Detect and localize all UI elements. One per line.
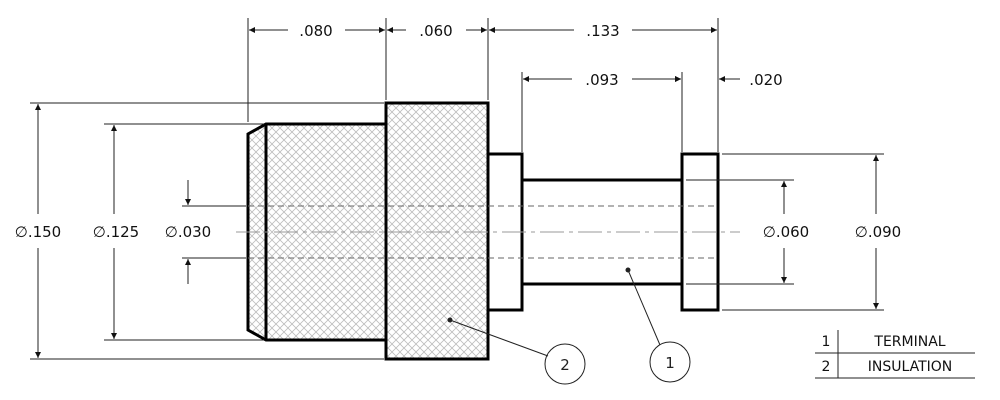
insulation-front-collar — [384, 101, 490, 361]
legend-row-1-num: 1 — [822, 334, 831, 350]
balloon-number: 1 — [665, 354, 675, 372]
balloon-number: 2 — [560, 356, 570, 374]
dim-dia-150-label: ∅.150 — [15, 223, 61, 241]
horizontal-dimensions: .080 .060 .133 .093 .020 — [247, 18, 783, 152]
legend-row-2-num: 2 — [822, 359, 831, 375]
left-diameter-dimensions: ∅.150 ∅.125 ∅.030 — [15, 102, 384, 360]
dim-020-label: .020 — [749, 71, 782, 89]
leader-line — [449, 319, 549, 357]
balloon-item-1: 1 — [625, 267, 691, 383]
balloon-item-2: 2 — [447, 317, 586, 385]
parts-legend: 1 TERMINAL 2 INSULATION — [815, 330, 975, 379]
right-diameter-dimensions: ∅.060 ∅.090 — [686, 153, 901, 311]
dim-dia-125-label: ∅.125 — [93, 223, 139, 241]
balloon-circle — [544, 343, 586, 385]
legend-row-1-name: TERMINAL — [873, 334, 945, 350]
dim-060-label: .060 — [419, 22, 452, 40]
balloon-circle — [649, 341, 691, 383]
dim-133-label: .133 — [586, 22, 619, 40]
leader-line — [627, 269, 661, 346]
legend-row-2-name: INSULATION — [868, 359, 953, 375]
dim-dia-030-label: ∅.030 — [165, 223, 211, 241]
dim-093-label: .093 — [585, 71, 618, 89]
dim-080-label: .080 — [299, 22, 332, 40]
dim-dia-060-label: ∅.060 — [763, 223, 809, 241]
dim-dia-090-label: ∅.090 — [855, 223, 901, 241]
